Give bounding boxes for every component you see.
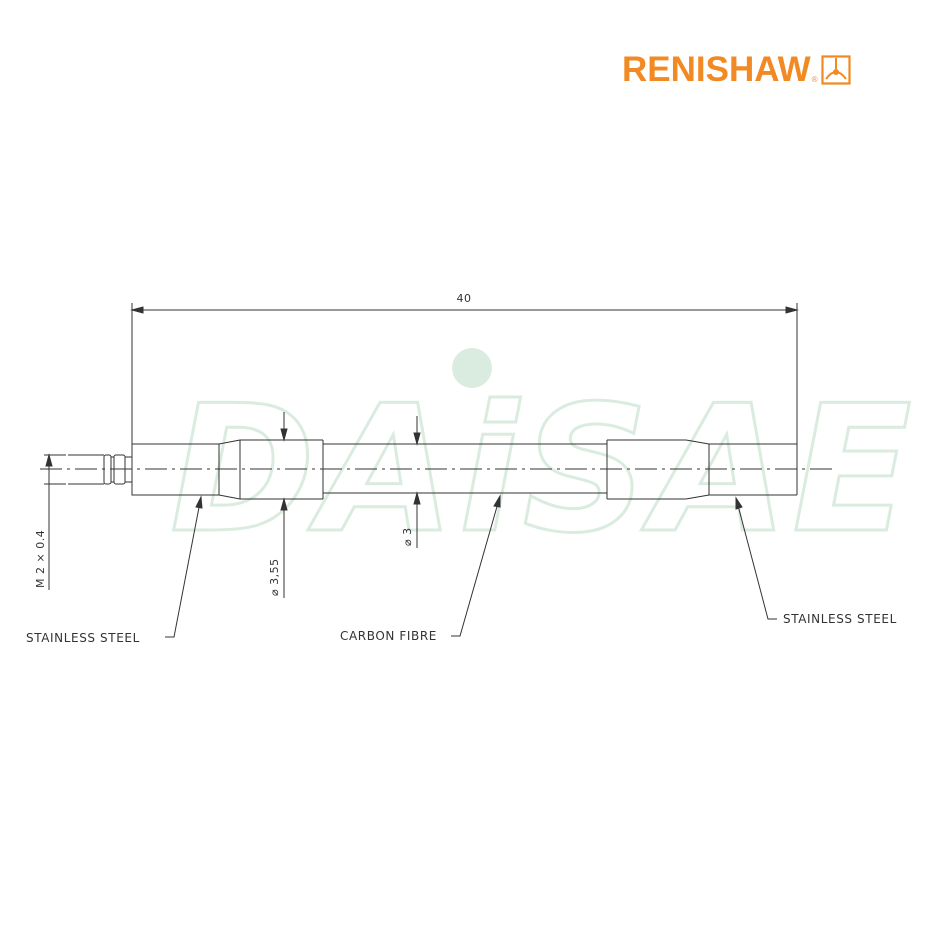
tube-diameter-dimension bbox=[413, 416, 421, 548]
thread-dimension bbox=[44, 453, 66, 590]
renishaw-probe-icon bbox=[820, 55, 851, 85]
tube-diameter-text: ⌀ 3 bbox=[401, 527, 414, 546]
carbon-tube bbox=[323, 443, 607, 494]
body-diameter-dimension bbox=[280, 412, 288, 598]
right-steel-section bbox=[606, 439, 798, 500]
label-right-stainless-steel: STAINLESS STEEL bbox=[783, 612, 897, 626]
brand-name: RENISHAW bbox=[622, 50, 811, 89]
label-left-stainless-steel: STAINLESS STEEL bbox=[26, 631, 140, 645]
length-dimension bbox=[130, 303, 799, 444]
leader-left-steel bbox=[165, 495, 203, 638]
left-steel-section bbox=[131, 439, 324, 500]
leader-right-steel bbox=[735, 496, 777, 620]
watermark-text: DAiSAE bbox=[170, 369, 916, 572]
registered-mark: ® bbox=[811, 74, 818, 84]
thread-callout-text: M 2 × 0.4 bbox=[34, 530, 47, 588]
renishaw-logo: RENISHAW ® bbox=[622, 50, 851, 90]
length-dimension-text: 40 bbox=[457, 292, 472, 305]
watermark-dot bbox=[452, 348, 492, 388]
body-diameter-text: ⌀ 3,55 bbox=[268, 558, 281, 596]
watermark: DAiSAE bbox=[169, 348, 916, 574]
leader-carbon bbox=[451, 494, 501, 637]
label-carbon-fibre: CARBON FIBRE bbox=[340, 629, 437, 643]
threaded-stud bbox=[68, 454, 132, 485]
